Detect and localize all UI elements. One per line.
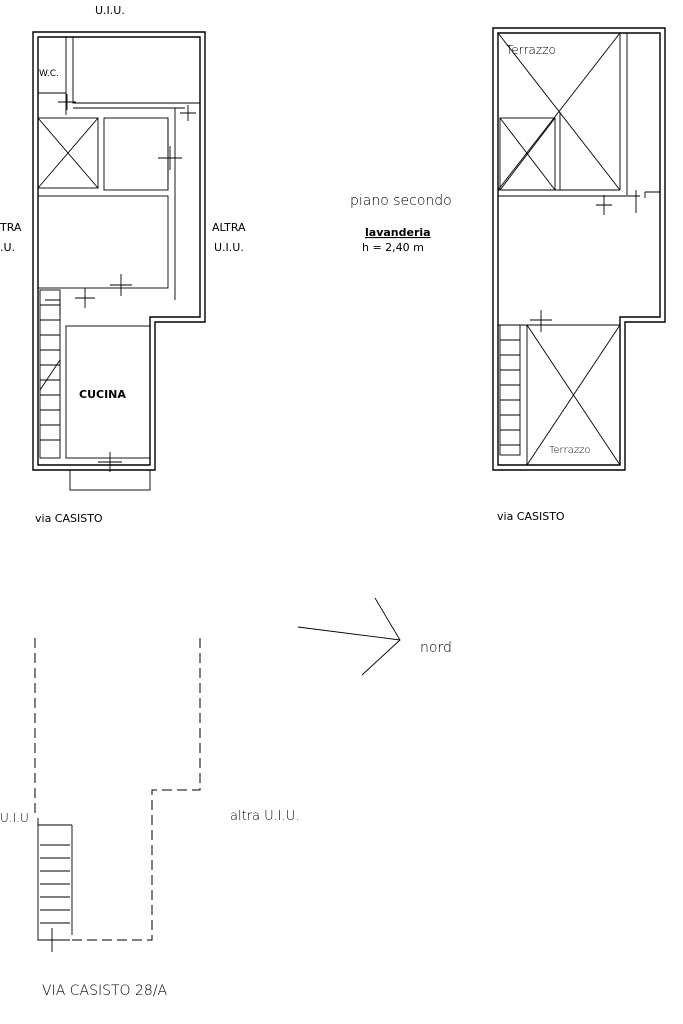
label-altra-uiu-bottom: altra U.I.U. xyxy=(230,809,299,824)
label-via-bottom: VIA CASISTO 28/A xyxy=(42,983,168,999)
label-lavanderia: lavanderia xyxy=(365,226,431,239)
label-altra-left: TRA xyxy=(0,221,22,234)
label-uiu-right: U.I.U. xyxy=(214,241,244,254)
label-via-left: via CASISTO xyxy=(35,512,103,525)
ground-access-plan xyxy=(34,638,201,952)
label-via-right: via CASISTO xyxy=(497,510,565,523)
label-altra-right: ALTRA xyxy=(212,221,246,234)
label-wc: W.C. xyxy=(39,69,59,79)
label-cucina: CUCINA xyxy=(79,388,126,401)
label-height: h = 2,40 m xyxy=(362,241,424,254)
second-floor-plan xyxy=(492,27,666,471)
label-nord: nord xyxy=(420,640,452,656)
ground-floor-plan xyxy=(32,31,206,491)
label-uiu-left: .U. xyxy=(0,241,15,254)
label-uiu-bottom-left: U.I.U xyxy=(0,811,29,825)
label-terrazzo-top: Terrazzo xyxy=(506,43,556,57)
label-terrazzo-bottom: Terrazzo xyxy=(549,445,591,456)
label-uiu-top: U.I.U. xyxy=(95,4,125,17)
label-piano-secondo: piano secondo xyxy=(350,193,452,209)
north-arrow-icon xyxy=(297,597,401,676)
